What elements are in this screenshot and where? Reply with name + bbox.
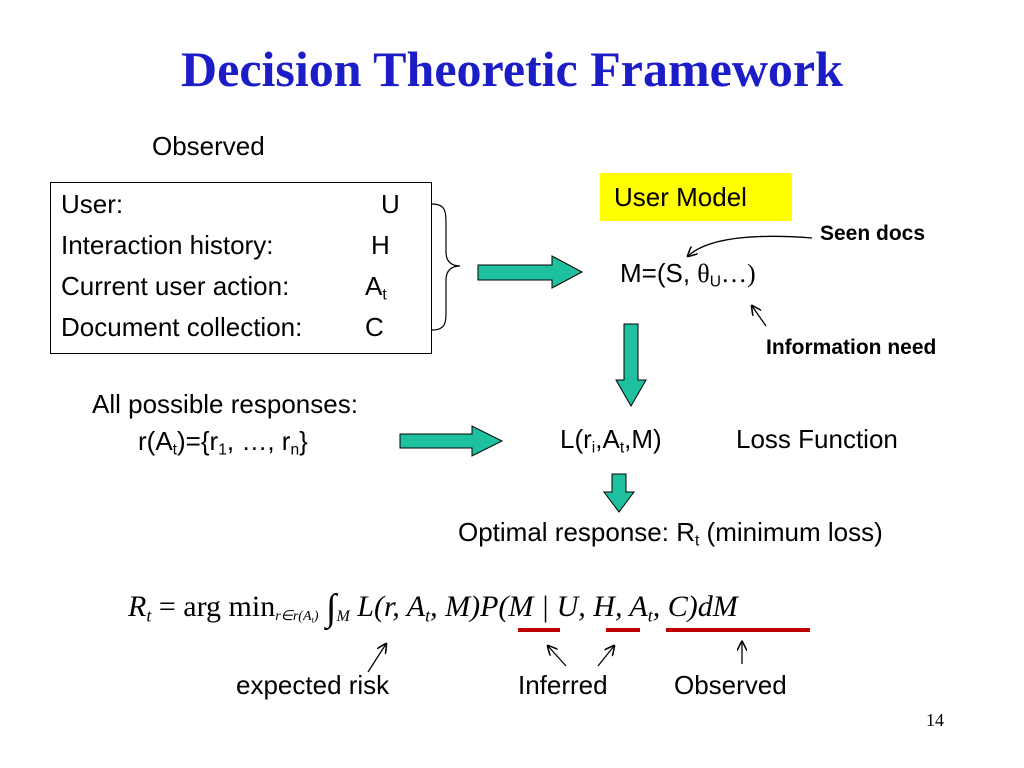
obs-value-user: U bbox=[381, 189, 400, 219]
responses-set: r(At)={r1, …, rn} bbox=[138, 426, 308, 459]
arrow-expected-risk bbox=[367, 644, 386, 673]
inferred-label: Inferred bbox=[518, 670, 608, 700]
arrow-observed-to-model bbox=[477, 255, 584, 289]
obs-label-history: Interaction history: bbox=[61, 230, 274, 260]
arrow-information-need bbox=[752, 306, 767, 327]
user-model-label: User Model bbox=[600, 173, 792, 221]
responses-heading: All possible responses: bbox=[92, 389, 358, 419]
obs-value-collection: C bbox=[365, 312, 384, 342]
brace bbox=[431, 203, 461, 331]
slide-title: Decision Theoretic Framework bbox=[181, 41, 843, 97]
observed-heading: Observed bbox=[152, 131, 265, 161]
obs-label-collection: Document collection: bbox=[61, 312, 303, 342]
user-model-formula: M=(S, θU…) bbox=[620, 258, 756, 291]
arrow-seen-docs bbox=[688, 235, 813, 256]
information-need-label: Information need bbox=[766, 336, 937, 359]
arrow-inferred-left bbox=[548, 646, 567, 667]
obs-value-action: At bbox=[365, 271, 387, 304]
arrow-inferred-right bbox=[597, 646, 614, 667]
seen-docs-label: Seen docs bbox=[820, 222, 926, 245]
page-number: 14 bbox=[926, 710, 944, 730]
obs-label-user: User: bbox=[61, 189, 124, 219]
optimal-response: Optimal response: Rt (minimum loss) bbox=[458, 517, 883, 550]
loss-function-label: Loss Function bbox=[736, 424, 898, 454]
arrow-responses-to-loss bbox=[399, 425, 504, 457]
observed-box: User: U Interaction history: H Current u… bbox=[50, 182, 432, 354]
obs-value-history: H bbox=[371, 230, 390, 260]
obs-label-action: Current user action: bbox=[61, 271, 290, 301]
risk-equation: Rt = arg minr∈r(At) ∫M L(r, At, M)P(M | … bbox=[128, 587, 738, 629]
observed-label: Observed bbox=[674, 670, 787, 700]
loss-formula: L(ri,At,M) bbox=[560, 424, 662, 457]
expected-risk-label: expected risk bbox=[236, 670, 390, 700]
arrow-model-to-loss bbox=[615, 323, 647, 408]
arrow-loss-to-optimal bbox=[603, 473, 635, 513]
